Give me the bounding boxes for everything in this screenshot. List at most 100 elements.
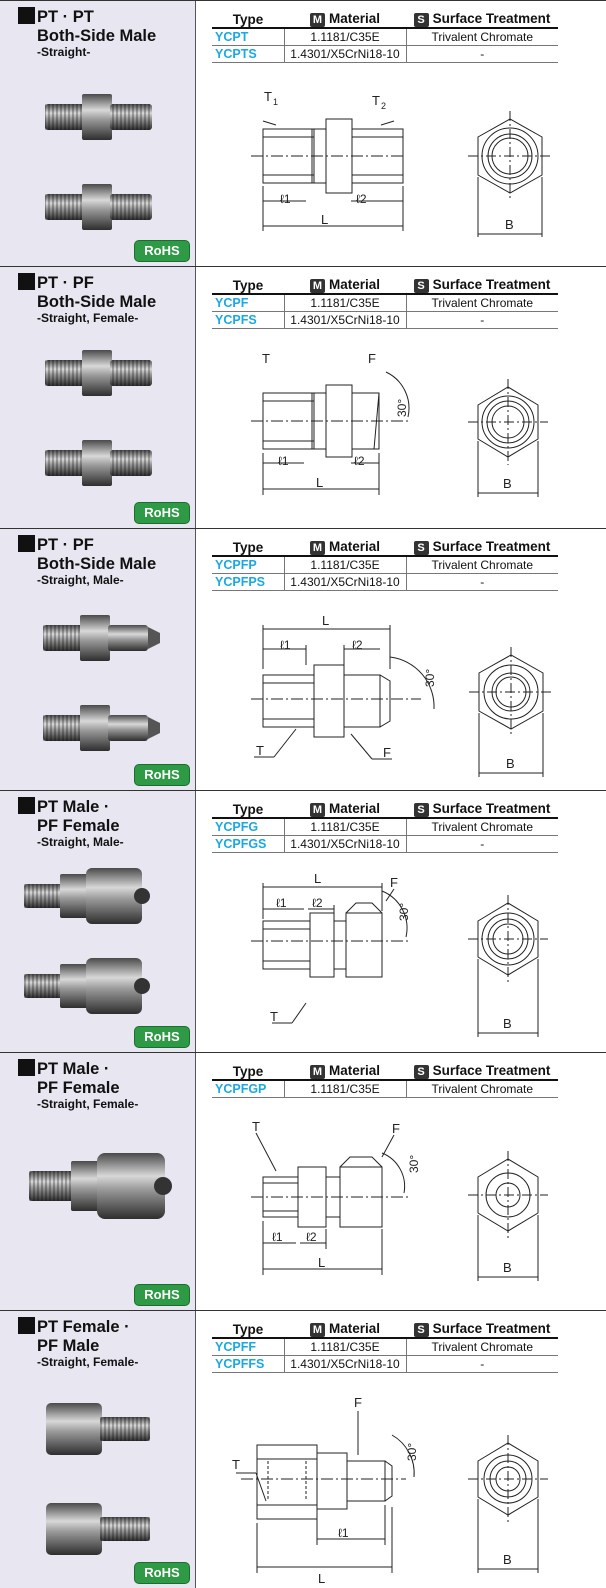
title-line-2: Both-Side Male	[37, 293, 157, 311]
material-cell: 1.1181/C35E	[284, 818, 407, 836]
material-cell: 1.1181/C35E	[284, 1080, 407, 1098]
label-len1: ℓ1	[276, 896, 287, 910]
product-title: PT Female · PF Male -Straight, Female-	[18, 1317, 193, 1369]
surface-cell: Trivalent Chromate	[406, 28, 558, 46]
title-line-1: PT · PT	[37, 8, 94, 26]
title-line-1: PT · PF	[37, 536, 94, 554]
product-title: PT Male · PF Female -Straight, Male-	[18, 797, 193, 849]
col-surface-label: Surface Treatment	[432, 539, 551, 554]
type-cell[interactable]: YCPFFS	[212, 1355, 285, 1373]
label-len1: ℓ1	[280, 638, 291, 652]
product-panel: PT · PF Both-Side Male -Straight, Male- …	[0, 529, 196, 790]
col-type: Type	[212, 539, 284, 557]
type-cell[interactable]: YCPFP	[212, 556, 285, 574]
label-across-flats: B	[503, 1016, 512, 1031]
label-length: L	[322, 613, 329, 628]
type-cell[interactable]: YCPTS	[212, 45, 285, 63]
type-cell[interactable]: YCPF	[212, 294, 285, 312]
label-across-flats: B	[503, 1552, 512, 1567]
spec-row: YCPF 1.1181/C35E Trivalent Chromate	[212, 294, 558, 312]
product-panel: PT · PT Both-Side Male -Straight-	[0, 1, 196, 266]
type-cell[interactable]: YCPFPS	[212, 573, 285, 591]
title-line-1: PT Female ·	[37, 1318, 130, 1336]
label-t2-sub: 2	[381, 101, 386, 111]
spec-row: YCPFF 1.1181/C35E Trivalent Chromate	[212, 1338, 558, 1356]
col-surface-label: Surface Treatment	[432, 1321, 551, 1336]
title-line-2: Both-Side Male	[37, 27, 157, 45]
label-length: L	[318, 1571, 325, 1586]
material-cell: 1.1181/C35E	[284, 556, 407, 574]
surface-cell: Trivalent Chromate	[406, 1338, 558, 1356]
material-cell: 1.1181/C35E	[284, 28, 407, 46]
col-material-label: Material	[328, 539, 381, 554]
label-f: F	[368, 351, 376, 366]
label-len2: ℓ2	[352, 638, 363, 652]
label-length: L	[314, 871, 321, 886]
section-ycpfgp: PT Male · PF Female -Straight, Female- R…	[0, 1053, 606, 1311]
product-panel: PT Male · PF Female -Straight, Female- R…	[0, 1053, 196, 1310]
label-across-flats: B	[503, 1260, 512, 1275]
rohs-badge: RoHS	[135, 503, 189, 523]
subtitle: -Straight, Male-	[37, 835, 124, 849]
bullet-square-icon	[18, 1317, 35, 1334]
col-surface-label: Surface Treatment	[432, 1063, 551, 1078]
col-material-label: Material	[328, 1063, 381, 1078]
surface-cell: -	[406, 1355, 558, 1373]
title-line-1: PT · PF	[37, 274, 94, 292]
type-cell[interactable]: YCPFG	[212, 818, 285, 836]
col-material-label: Material	[328, 801, 381, 816]
label-angle: 30°	[397, 903, 411, 921]
product-title: PT · PF Both-Side Male -Straight, Male-	[18, 535, 193, 587]
type-cell[interactable]: YCPFGS	[212, 835, 285, 853]
type-cell[interactable]: YCPFF	[212, 1338, 285, 1356]
rohs-badge: RoHS	[135, 1285, 189, 1305]
type-cell[interactable]: YCPFGP	[212, 1080, 285, 1098]
label-t2: T	[372, 93, 380, 108]
surface-cell: -	[406, 311, 558, 329]
label-f: F	[383, 745, 391, 760]
type-cell[interactable]: YCPFS	[212, 311, 285, 329]
product-panel: PT Male · PF Female -Straight, Male- RoH…	[0, 791, 196, 1052]
subtitle: -Straight, Female-	[37, 1355, 139, 1369]
label-len2: ℓ2	[354, 454, 365, 468]
technical-drawing: L ℓ1 ℓ2 30° F T B	[251, 871, 548, 1037]
surface-cell: Trivalent Chromate	[406, 294, 558, 312]
label-across-flats: B	[505, 217, 514, 232]
material-mark-icon: M	[309, 1065, 325, 1079]
product-photo	[46, 1403, 150, 1555]
section-ycpfg: PT Male · PF Female -Straight, Male- RoH…	[0, 791, 606, 1053]
product-panel: PT · PF Both-Side Male -Straight, Female…	[0, 267, 196, 528]
technical-drawing: T 1 T 2 ℓ1 ℓ2 L B	[251, 89, 552, 237]
label-angle: 30°	[405, 1443, 419, 1461]
label-t: T	[256, 743, 264, 758]
col-type: Type	[212, 277, 284, 295]
type-cell[interactable]: YCPT	[212, 28, 285, 46]
material-mark-icon: M	[309, 279, 325, 293]
label-length: L	[321, 212, 328, 227]
col-type: Type	[212, 801, 284, 819]
material-mark-icon: M	[309, 541, 325, 555]
label-len2: ℓ2	[356, 192, 367, 206]
subtitle: -Straight-	[37, 45, 91, 59]
title-line-2: PF Male	[37, 1337, 100, 1355]
subtitle: -Straight, Male-	[37, 573, 124, 587]
material-cell: 1.4301/X5CrNi18-10	[284, 573, 407, 591]
technical-drawing: F 30° T ℓ1 L B	[232, 1395, 548, 1586]
label-angle: 30°	[423, 669, 437, 687]
spec-row: YCPTS 1.4301/X5CrNi18-10 -	[212, 45, 558, 63]
